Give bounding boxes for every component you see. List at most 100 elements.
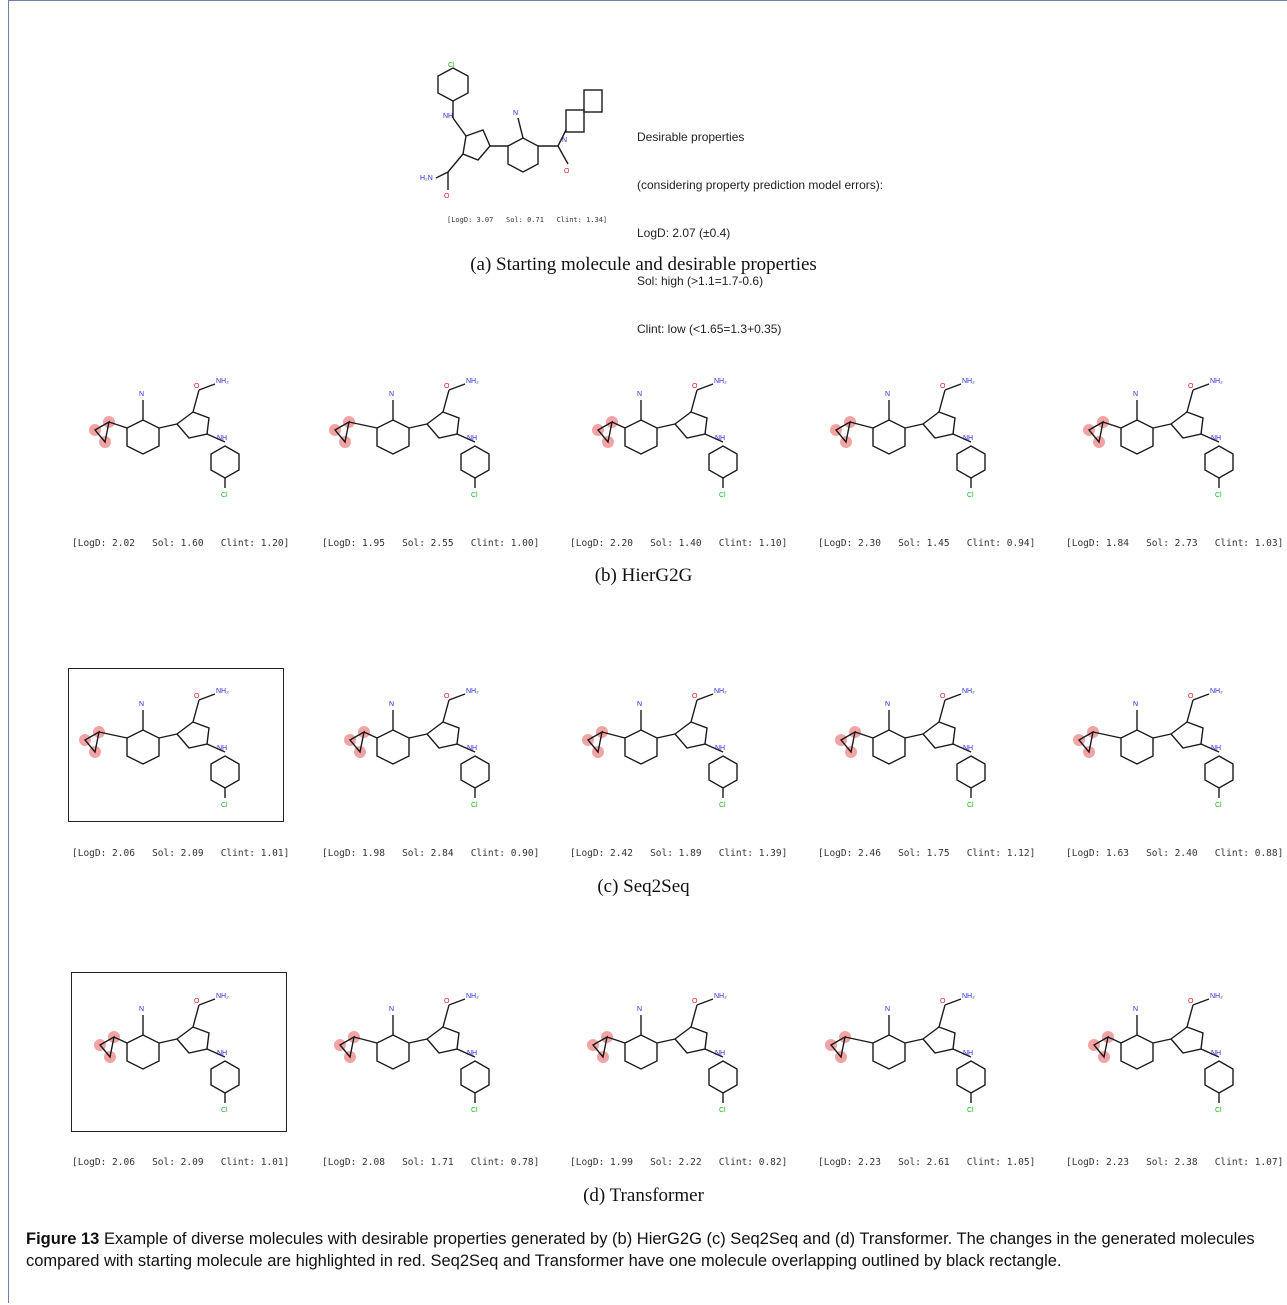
bond-group [596, 383, 738, 488]
nh2-atom-label: NH₂ [714, 378, 727, 385]
bond-group [1087, 383, 1234, 488]
molecule-structure: N NH₂ O NH Cl [825, 993, 986, 1114]
nh-atom-label: NH [467, 745, 477, 752]
nh-atom-label: NH [1211, 745, 1221, 752]
nh-atom-label: NH [1211, 435, 1221, 442]
nh2-atom-label: NH₂ [714, 688, 727, 695]
chlorine-atom-label: Cl [719, 1107, 726, 1114]
props-title: Desirable properties [637, 130, 745, 144]
molecule-property-label: [LogD: 2.23 Sol: 2.38 Clint: 1.07] [1066, 1157, 1284, 1168]
desirable-properties: Desirable properties (considering proper… [637, 97, 883, 353]
oxygen-atom-label: O [194, 693, 200, 700]
highlight-group [582, 726, 608, 758]
bond-group [839, 693, 986, 798]
bond-group [93, 383, 240, 488]
molecule-structure: N NH₂ O NH Cl [344, 688, 490, 809]
nitrile-n-atom-label: N [139, 701, 144, 708]
overlap-outline-transformer [71, 972, 287, 1132]
oxygen-atom-label: O [692, 998, 698, 1005]
nh-atom-label: NH [467, 1050, 477, 1057]
nh2-atom-label: NH₂ [962, 688, 975, 695]
oxygen-atom-label: O [692, 693, 698, 700]
bond-group [1077, 693, 1234, 798]
nitrile-n-atom-label: N [389, 391, 394, 398]
caption-b: (b) HierG2G [594, 565, 693, 586]
oxygen-atom-label: O [444, 193, 450, 200]
nitrile-n-atom-label: N [885, 391, 890, 398]
nitrile-n-atom-label: N [513, 110, 518, 117]
bond-group [1092, 998, 1234, 1103]
chlorine-atom-label: Cl [471, 492, 478, 499]
highlight-group [825, 1031, 851, 1063]
oxygen-atom-label: O [444, 998, 450, 1005]
oxygen-atom-label: O [194, 383, 200, 390]
highlight-group [1083, 416, 1109, 448]
nitrile-n-atom-label: N [139, 1006, 144, 1013]
molecule-property-label: [LogD: 2.46 Sol: 1.75 Clint: 1.12] [818, 848, 1036, 859]
nh2-atom-label: NH₂ [714, 993, 727, 1000]
chlorine-atom-label: Cl [471, 1107, 478, 1114]
molecule-property-label: [LogD: 1.84 Sol: 2.73 Clint: 1.03] [1066, 538, 1284, 549]
nitrile-n-atom-label: N [389, 1006, 394, 1013]
bond-group [586, 693, 738, 798]
molecule-property-label: [LogD: 2.08 Sol: 1.71 Clint: 0.78] [322, 1157, 540, 1168]
chlorine-atom-label: Cl [967, 1107, 974, 1114]
molecule-property-label: [LogD: 1.95 Sol: 2.55 Clint: 1.00] [322, 538, 540, 549]
amide-o-atom-label: O [564, 168, 570, 175]
nh2-atom-label: NH₂ [466, 688, 479, 695]
nh2-atom-label: NH₂ [1210, 993, 1223, 1000]
oxygen-atom-label: O [1188, 383, 1194, 390]
nh-atom-label: NH [715, 435, 725, 442]
props-subtitle: (considering property prediction model e… [637, 178, 884, 192]
highlight-group [587, 1031, 613, 1063]
props-logd: LogD: 2.07 (±0.4) [637, 226, 731, 240]
nh2-atom-label: NH₂ [1210, 378, 1223, 385]
oxygen-atom-label: O [194, 998, 200, 1005]
oxygen-atom-label: O [940, 693, 946, 700]
chlorine-atom-label: Cl [221, 802, 228, 809]
highlight-group [89, 416, 115, 448]
highlight-group [835, 726, 861, 758]
oxygen-atom-label: O [692, 383, 698, 390]
oxygen-atom-label: O [940, 383, 946, 390]
nitrile-n-atom-label: N [637, 1006, 642, 1013]
nh-atom-label: NH [467, 435, 477, 442]
props-sol: Sol: high (>1.1=1.7-0.6) [637, 274, 764, 288]
figure-frame [8, 0, 1287, 1303]
chlorine-atom-label: Cl [448, 62, 455, 69]
nh2-atom-label: NH₂ [962, 378, 975, 385]
chlorine-atom-label: Cl [221, 1107, 228, 1114]
nitrile-n-atom-label: N [885, 1006, 890, 1013]
nitrile-n-atom-label: N [1133, 391, 1138, 398]
figure-caption: Figure 13 Example of diverse molecules w… [26, 1228, 1271, 1272]
nitrile-n-atom-label: N [885, 701, 890, 708]
molecule-property-label: [LogD: 2.06 Sol: 2.09 Clint: 1.01] [72, 848, 290, 859]
chlorine-atom-label: Cl [1215, 1107, 1222, 1114]
nitrile-n-atom-label: N [389, 701, 394, 708]
molecule-property-label: [LogD: 2.42 Sol: 1.89 Clint: 1.39] [570, 848, 788, 859]
overlap-outline-seq2seq [68, 668, 284, 822]
nh2-atom-label: NH₂ [962, 993, 975, 1000]
highlight-group [592, 416, 618, 448]
nh2-atom-label: NH₂ [466, 378, 479, 385]
nh-atom-label: NH [963, 1050, 973, 1057]
nh2-atom-label: NH₂ [216, 993, 229, 1000]
props-clint: Clint: low (<1.65=1.3+0.35) [637, 322, 782, 336]
oxygen-atom-label: O [1188, 693, 1194, 700]
bond-group [591, 998, 738, 1103]
chlorine-atom-label: Cl [471, 802, 478, 809]
oxygen-atom-label: O [940, 998, 946, 1005]
nitrile-n-atom-label: N [637, 701, 642, 708]
nh-atom-label: NH [217, 745, 227, 752]
bond-group [333, 383, 490, 488]
bond-group [348, 693, 490, 798]
oxygen-atom-label: O [444, 693, 450, 700]
nh-atom-label: NH [217, 1050, 227, 1057]
